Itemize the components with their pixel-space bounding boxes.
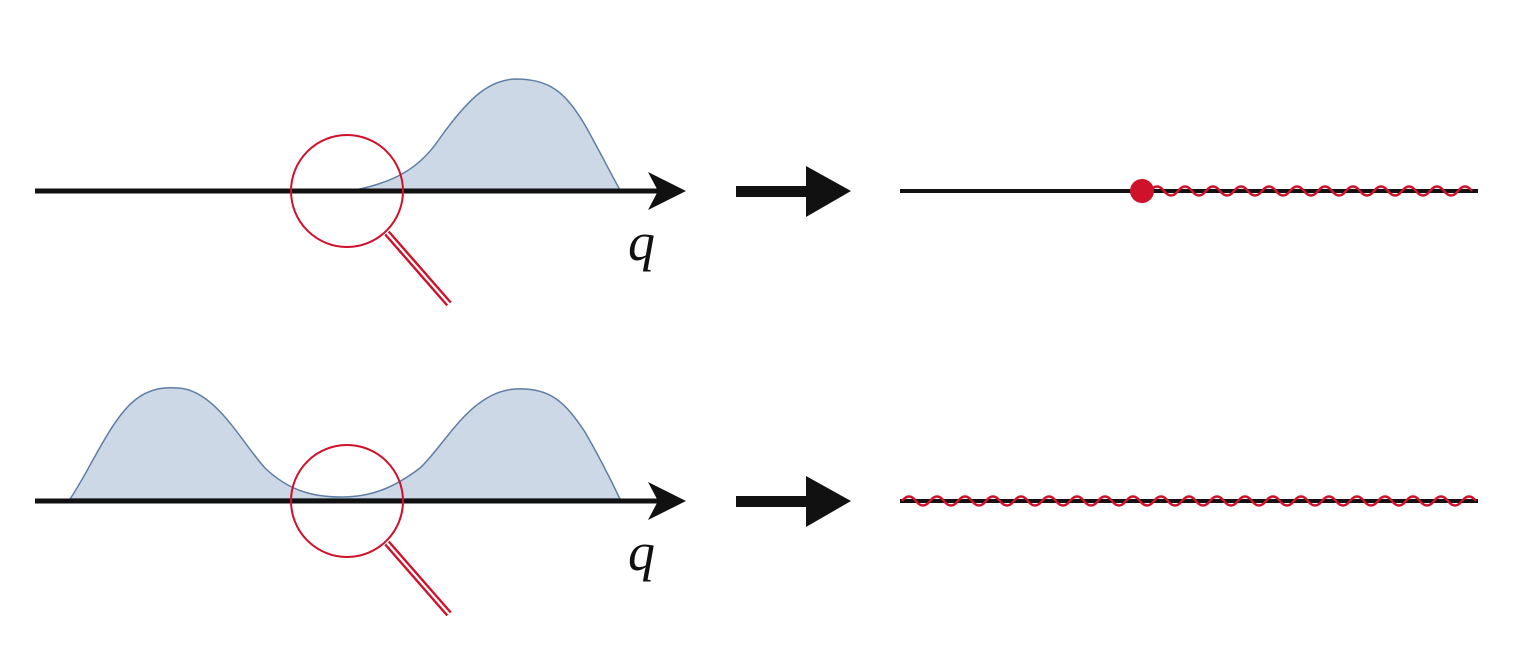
distribution-single-peak bbox=[354, 78, 622, 191]
wavy-line bbox=[1149, 185, 1473, 197]
transition-arrow bbox=[736, 476, 851, 527]
distribution-double-peak bbox=[68, 386, 622, 500]
transition-arrow bbox=[736, 166, 851, 217]
magnifier-icon bbox=[290, 134, 452, 307]
q-axis-arrowhead bbox=[648, 482, 686, 520]
row-2: q bbox=[35, 386, 1478, 617]
wavy-line bbox=[901, 495, 1477, 507]
magnifier-icon bbox=[290, 444, 452, 617]
q-axis-arrowhead bbox=[648, 172, 686, 210]
endpoint-dot bbox=[1130, 179, 1154, 203]
axis-label-q: q bbox=[628, 522, 655, 582]
row-1: q bbox=[35, 78, 1478, 307]
axis-label-q: q bbox=[628, 212, 655, 272]
